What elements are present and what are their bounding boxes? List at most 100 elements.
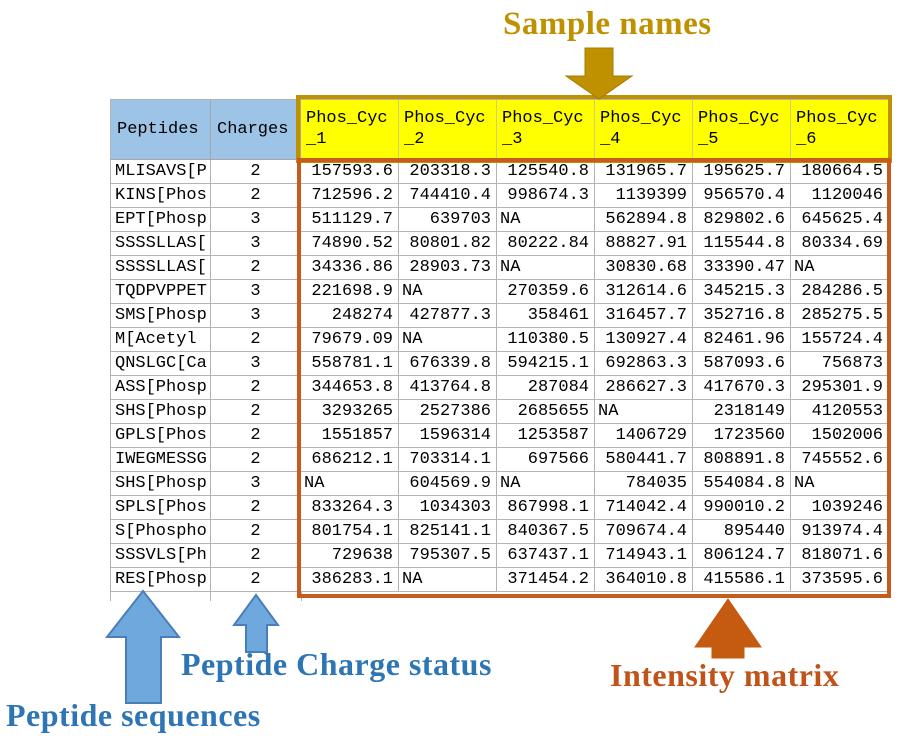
- charge-cell[interactable]: 2: [211, 448, 301, 472]
- peptides-column-header[interactable]: Peptides: [111, 100, 211, 160]
- intensity-cell[interactable]: 285275.5: [791, 304, 889, 328]
- peptide-cell[interactable]: ASS[Phosp: [111, 376, 211, 400]
- peptide-cell[interactable]: M[Acetyl: [111, 328, 211, 352]
- intensity-cell[interactable]: 4120553: [791, 400, 889, 424]
- intensity-cell[interactable]: 413764.8: [399, 376, 497, 400]
- intensity-cell[interactable]: 130927.4: [595, 328, 693, 352]
- intensity-cell[interactable]: 30830.68: [595, 256, 693, 280]
- intensity-cell[interactable]: 157593.6: [301, 160, 399, 184]
- intensity-cell[interactable]: 637437.1: [497, 544, 595, 568]
- peptide-cell[interactable]: S[Phospho: [111, 520, 211, 544]
- intensity-cell[interactable]: 1551857: [301, 424, 399, 448]
- peptide-cell[interactable]: TQDPVPPET: [111, 280, 211, 304]
- peptide-cell[interactable]: QNSLGC[Ca: [111, 352, 211, 376]
- peptide-cell[interactable]: RES[Phosp: [111, 568, 211, 592]
- sample-header-phos_cyc_5[interactable]: Phos_Cyc_5: [693, 100, 791, 160]
- intensity-cell[interactable]: 833264.3: [301, 496, 399, 520]
- charge-cell[interactable]: 3: [211, 472, 301, 496]
- peptide-cell[interactable]: SSSSLLAS[: [111, 232, 211, 256]
- intensity-cell[interactable]: 867998.1: [497, 496, 595, 520]
- sample-header-phos_cyc_4[interactable]: Phos_Cyc_4: [595, 100, 693, 160]
- intensity-cell[interactable]: NA: [791, 472, 889, 496]
- peptide-cell[interactable]: SHS[Phosp: [111, 472, 211, 496]
- peptide-cell[interactable]: SSSVLS[Ph: [111, 544, 211, 568]
- intensity-cell[interactable]: 415586.1: [693, 568, 791, 592]
- intensity-cell[interactable]: NA: [595, 400, 693, 424]
- intensity-cell[interactable]: 645625.4: [791, 208, 889, 232]
- intensity-cell[interactable]: 2318149: [693, 400, 791, 424]
- charge-cell[interactable]: 3: [211, 304, 301, 328]
- intensity-cell[interactable]: NA: [497, 472, 595, 496]
- intensity-cell[interactable]: 82461.96: [693, 328, 791, 352]
- charge-cell[interactable]: 3: [211, 280, 301, 304]
- intensity-cell[interactable]: 80334.69: [791, 232, 889, 256]
- charge-cell[interactable]: 2: [211, 568, 301, 592]
- intensity-cell[interactable]: 714042.4: [595, 496, 693, 520]
- intensity-cell[interactable]: 703314.1: [399, 448, 497, 472]
- intensity-cell[interactable]: 344653.8: [301, 376, 399, 400]
- intensity-cell[interactable]: 709674.4: [595, 520, 693, 544]
- intensity-cell[interactable]: 386283.1: [301, 568, 399, 592]
- intensity-cell[interactable]: 686212.1: [301, 448, 399, 472]
- intensity-cell[interactable]: 692863.3: [595, 352, 693, 376]
- intensity-cell[interactable]: 825141.1: [399, 520, 497, 544]
- intensity-cell[interactable]: 287084: [497, 376, 595, 400]
- charge-cell[interactable]: 2: [211, 160, 301, 184]
- intensity-cell[interactable]: 756873: [791, 352, 889, 376]
- intensity-cell[interactable]: 580441.7: [595, 448, 693, 472]
- intensity-cell[interactable]: 358461: [497, 304, 595, 328]
- intensity-cell[interactable]: 364010.8: [595, 568, 693, 592]
- intensity-cell[interactable]: 511129.7: [301, 208, 399, 232]
- intensity-cell[interactable]: 270359.6: [497, 280, 595, 304]
- sample-header-phos_cyc_1[interactable]: Phos_Cyc_1: [301, 100, 399, 160]
- intensity-cell[interactable]: 28903.73: [399, 256, 497, 280]
- intensity-cell[interactable]: 2685655: [497, 400, 595, 424]
- intensity-cell[interactable]: 110380.5: [497, 328, 595, 352]
- intensity-cell[interactable]: NA: [497, 208, 595, 232]
- intensity-cell[interactable]: 284286.5: [791, 280, 889, 304]
- charge-cell[interactable]: 3: [211, 208, 301, 232]
- charge-cell[interactable]: 2: [211, 496, 301, 520]
- peptide-cell[interactable]: GPLS[Phos: [111, 424, 211, 448]
- intensity-cell[interactable]: 115544.8: [693, 232, 791, 256]
- intensity-cell[interactable]: 840367.5: [497, 520, 595, 544]
- intensity-cell[interactable]: 1253587: [497, 424, 595, 448]
- intensity-cell[interactable]: 639703: [399, 208, 497, 232]
- intensity-cell[interactable]: 3293265: [301, 400, 399, 424]
- charge-cell[interactable]: 2: [211, 184, 301, 208]
- peptide-cell[interactable]: EPT[Phosp: [111, 208, 211, 232]
- intensity-cell[interactable]: 594215.1: [497, 352, 595, 376]
- intensity-cell[interactable]: 417670.3: [693, 376, 791, 400]
- charge-cell[interactable]: 2: [211, 256, 301, 280]
- intensity-cell[interactable]: 203318.3: [399, 160, 497, 184]
- intensity-cell[interactable]: 554084.8: [693, 472, 791, 496]
- charge-cell[interactable]: 2: [211, 376, 301, 400]
- intensity-cell[interactable]: 131965.7: [595, 160, 693, 184]
- intensity-cell[interactable]: 295301.9: [791, 376, 889, 400]
- intensity-cell[interactable]: 808891.8: [693, 448, 791, 472]
- intensity-cell[interactable]: 312614.6: [595, 280, 693, 304]
- intensity-cell[interactable]: 88827.91: [595, 232, 693, 256]
- intensity-cell[interactable]: 1596314: [399, 424, 497, 448]
- intensity-cell[interactable]: 352716.8: [693, 304, 791, 328]
- charge-cell[interactable]: 3: [211, 232, 301, 256]
- intensity-cell[interactable]: 33390.47: [693, 256, 791, 280]
- intensity-cell[interactable]: 221698.9: [301, 280, 399, 304]
- intensity-cell[interactable]: 125540.8: [497, 160, 595, 184]
- charges-column-header[interactable]: Charges: [211, 100, 301, 160]
- sample-header-phos_cyc_3[interactable]: Phos_Cyc_3: [497, 100, 595, 160]
- intensity-cell[interactable]: 913974.4: [791, 520, 889, 544]
- charge-cell[interactable]: 2: [211, 520, 301, 544]
- intensity-cell[interactable]: 2527386: [399, 400, 497, 424]
- intensity-cell[interactable]: 316457.7: [595, 304, 693, 328]
- intensity-cell[interactable]: 795307.5: [399, 544, 497, 568]
- peptide-cell[interactable]: SPLS[Phos: [111, 496, 211, 520]
- intensity-cell[interactable]: 248274: [301, 304, 399, 328]
- intensity-cell[interactable]: 427877.3: [399, 304, 497, 328]
- intensity-cell[interactable]: 745552.6: [791, 448, 889, 472]
- intensity-cell[interactable]: 345215.3: [693, 280, 791, 304]
- intensity-cell[interactable]: NA: [301, 472, 399, 496]
- charge-cell[interactable]: 2: [211, 544, 301, 568]
- intensity-cell[interactable]: 744410.4: [399, 184, 497, 208]
- charge-cell[interactable]: 2: [211, 424, 301, 448]
